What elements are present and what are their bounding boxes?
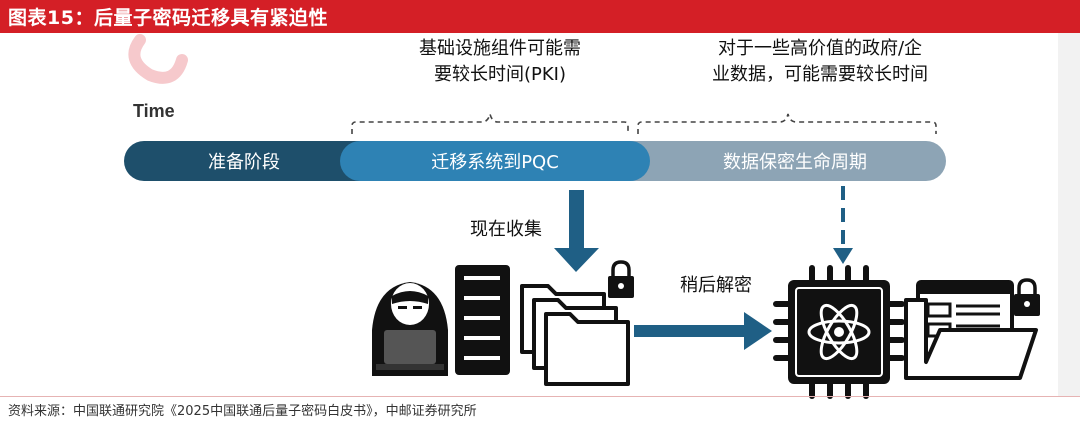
- figure-title: 图表15：后量子密码迁移具有紧迫性: [8, 7, 328, 29]
- phase-lifecycle-label: 数据保密生命周期: [723, 152, 867, 173]
- phase-prepare: 准备阶段: [124, 141, 364, 181]
- folder-lock-icon: [608, 260, 634, 298]
- phase-migrate: 迁移系统到PQC: [340, 141, 650, 181]
- collect-label: 现在收集: [470, 219, 542, 240]
- folders-icon: [520, 284, 630, 386]
- left-bracket-note: 基础设施组件可能需 要较长时间(PKI): [360, 36, 640, 88]
- decrypt-label: 稍后解密: [680, 275, 752, 296]
- hacker-icon: [372, 282, 448, 376]
- title-bar: 图表15：后量子密码迁移具有紧迫性: [0, 0, 1080, 33]
- collect-arrow: [554, 190, 599, 272]
- source-note: 资料来源：中国联通研究院《2025中国联通后量子密码白皮书》，中邮证券研究所: [8, 404, 477, 419]
- open-document-folder-icon: [904, 280, 1038, 380]
- server-icon: [455, 265, 510, 375]
- document-lock-icon: [1014, 278, 1040, 316]
- right-dashed-brace: [637, 113, 937, 134]
- phase-data-lifecycle: 数据保密生命周期: [624, 141, 946, 181]
- right-bracket-note: 对于一些高价值的政府/企 业数据，可能需要较长时间: [660, 36, 980, 88]
- footer-divider: [0, 396, 1080, 397]
- decrypt-arrow: [634, 312, 772, 350]
- right-note-line-2: 业数据，可能需要较长时间: [712, 64, 928, 85]
- time-axis-label: Time: [133, 101, 175, 121]
- phase-migrate-label: 迁移系统到PQC: [431, 152, 559, 173]
- right-note-line-1: 对于一些高价值的政府/企: [717, 38, 923, 59]
- left-note-line-2: 要较长时间(PKI): [433, 64, 566, 85]
- left-note-line-1: 基础设施组件可能需: [419, 38, 581, 59]
- quantum-chip-icon: [773, 265, 905, 399]
- watermark-logo-icon: [128, 34, 188, 84]
- left-dashed-brace: [351, 113, 629, 134]
- phase-prepare-label: 准备阶段: [208, 152, 280, 173]
- right-edge-strip: [1058, 33, 1080, 396]
- lifecycle-dashed-arrow: [833, 186, 853, 264]
